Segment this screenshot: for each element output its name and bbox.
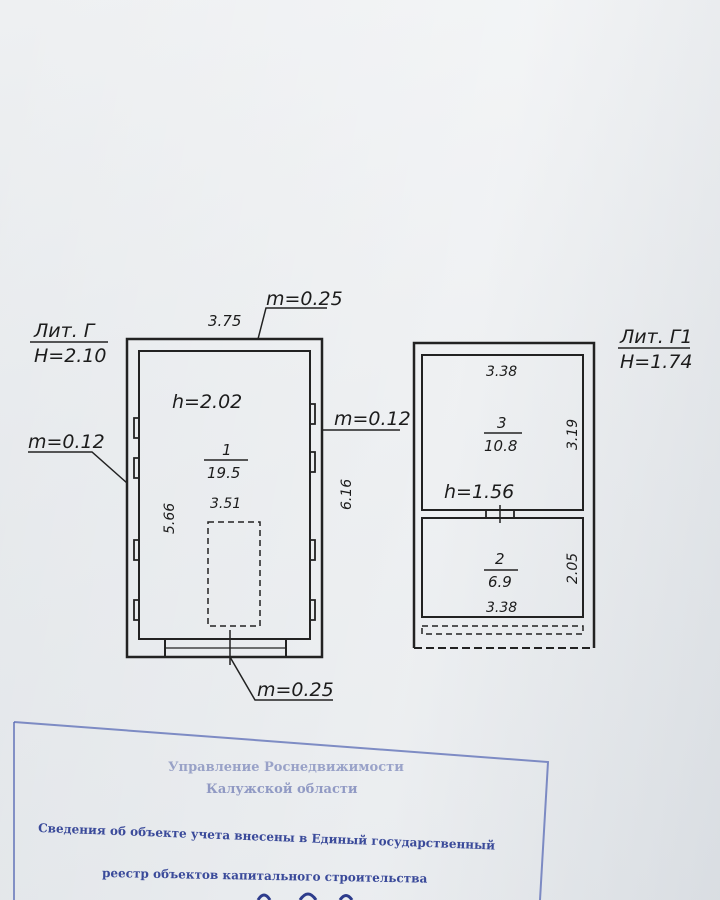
left-building xyxy=(28,307,400,701)
room2-wall xyxy=(421,517,584,618)
inspection-pit xyxy=(207,521,261,627)
leader-wall-bottom xyxy=(229,656,333,701)
left-inner-wall xyxy=(138,350,311,640)
room3-number: 3 xyxy=(497,414,507,432)
left-inner-width: 3.51 xyxy=(210,496,241,512)
left-top-dimension: 3.75 xyxy=(208,312,241,330)
stamp-line-4: реестр объектов капитального строительст… xyxy=(102,866,428,886)
right-inner-height: h=1.56 xyxy=(444,481,514,503)
room2-number: 2 xyxy=(495,550,505,568)
lit-g-height: H=2.10 xyxy=(34,345,107,367)
lit-g-label: Лит. Г xyxy=(33,320,96,342)
room2-width: 3.38 xyxy=(486,600,517,616)
leader-wall-top xyxy=(257,307,327,340)
stamp-border-top-right xyxy=(13,721,550,900)
right-outer-wall xyxy=(412,341,596,648)
room3-wall xyxy=(421,354,584,511)
left-inner-length: 5.66 xyxy=(162,503,178,534)
left-wall-bottom-thickness: m=0.25 xyxy=(257,679,334,701)
stamp-line-2: Калужской области xyxy=(206,782,358,797)
left-outer-wall xyxy=(125,337,324,659)
lit-g1-height: H=1.74 xyxy=(620,351,693,373)
room3-area: 10.8 xyxy=(484,437,517,455)
left-wall-left-thickness: m=0.12 xyxy=(28,431,105,453)
room1-area: 19.5 xyxy=(207,464,240,482)
room2-area: 6.9 xyxy=(488,573,512,591)
left-outer-length: 6.16 xyxy=(339,479,355,510)
leader-wall-left xyxy=(28,451,128,484)
stamp-line-3: Сведения об объекте учета внесены в Един… xyxy=(38,821,495,853)
left-inner-height: h=2.02 xyxy=(172,391,242,413)
left-wall-top-thickness: m=0.25 xyxy=(266,288,343,310)
lit-g1-label: Лит. Г1 xyxy=(619,326,692,348)
right-front-opening xyxy=(421,625,584,635)
stamp-cut-off-handwriting xyxy=(256,892,354,900)
room1-number: 1 xyxy=(222,441,232,459)
stamp-line-1: Управление Роснедвижимости xyxy=(168,760,404,775)
room2-length: 2.05 xyxy=(565,553,581,584)
left-wall-right-thickness: m=0.12 xyxy=(334,408,411,430)
right-building xyxy=(412,341,690,649)
left-wall-pilasters xyxy=(133,417,139,621)
room3-width: 3.38 xyxy=(486,364,517,380)
right-wall-pilasters xyxy=(310,403,316,621)
room3-length: 3.19 xyxy=(565,419,581,450)
registry-stamp: Управление Роснедвижимости Калужской обл… xyxy=(13,721,550,900)
